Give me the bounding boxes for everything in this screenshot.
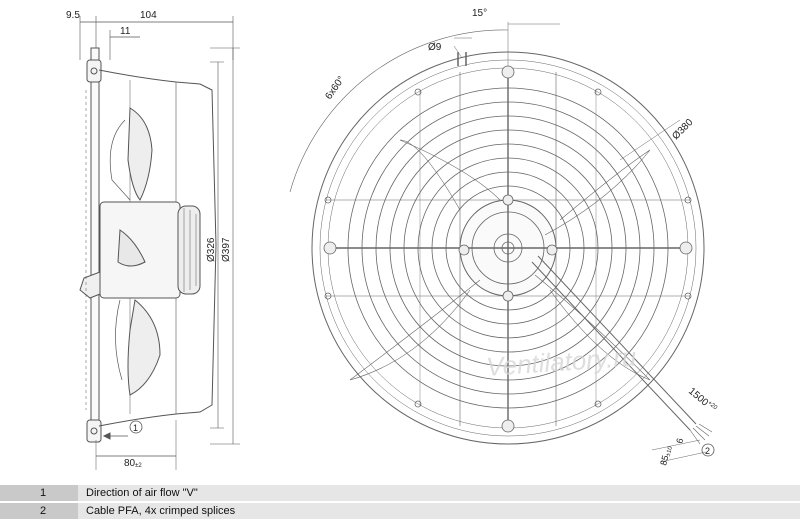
dim-phi326: Ø326 (206, 237, 217, 262)
legend-description: Direction of air flow "V" (78, 485, 800, 501)
dim-phi397: Ø397 (221, 237, 232, 262)
callout-2: 2 (701, 443, 715, 457)
front-view (289, 22, 713, 463)
callout-1-label: 1 (133, 423, 138, 433)
legend-description: Cable PFA, 4x crimped splices (78, 503, 800, 519)
technical-drawing: 9.5 104 11 Ø326 Ø397 80±2 1 (66, 8, 718, 470)
legend-number: 1 (0, 485, 78, 501)
dim-11: 11 (120, 26, 131, 37)
dim-15deg: 15° (472, 8, 487, 19)
dim-85: 85±10 (658, 444, 674, 467)
dim-104: 104 (140, 10, 157, 21)
side-view (79, 16, 240, 470)
legend-table: 1 Direction of air flow "V" 2 Cable PFA,… (0, 485, 800, 521)
legend-number: 2 (0, 503, 78, 519)
dim-phi380: Ø380 (670, 117, 695, 142)
dim-1500: 1500+20 (686, 386, 718, 416)
callout-2-label: 2 (705, 446, 710, 456)
legend-row: 1 Direction of air flow "V" (0, 485, 800, 501)
dim-80: 80±2 (124, 458, 142, 469)
dim-6x60: 6x60° (323, 74, 347, 101)
legend-row: 2 Cable PFA, 4x crimped splices (0, 503, 800, 519)
callout-1: 1 (129, 420, 143, 434)
dim-6: 6 (674, 437, 685, 444)
dim-9-5: 9.5 (66, 10, 80, 21)
dim-phi9: Ø9 (428, 42, 442, 53)
